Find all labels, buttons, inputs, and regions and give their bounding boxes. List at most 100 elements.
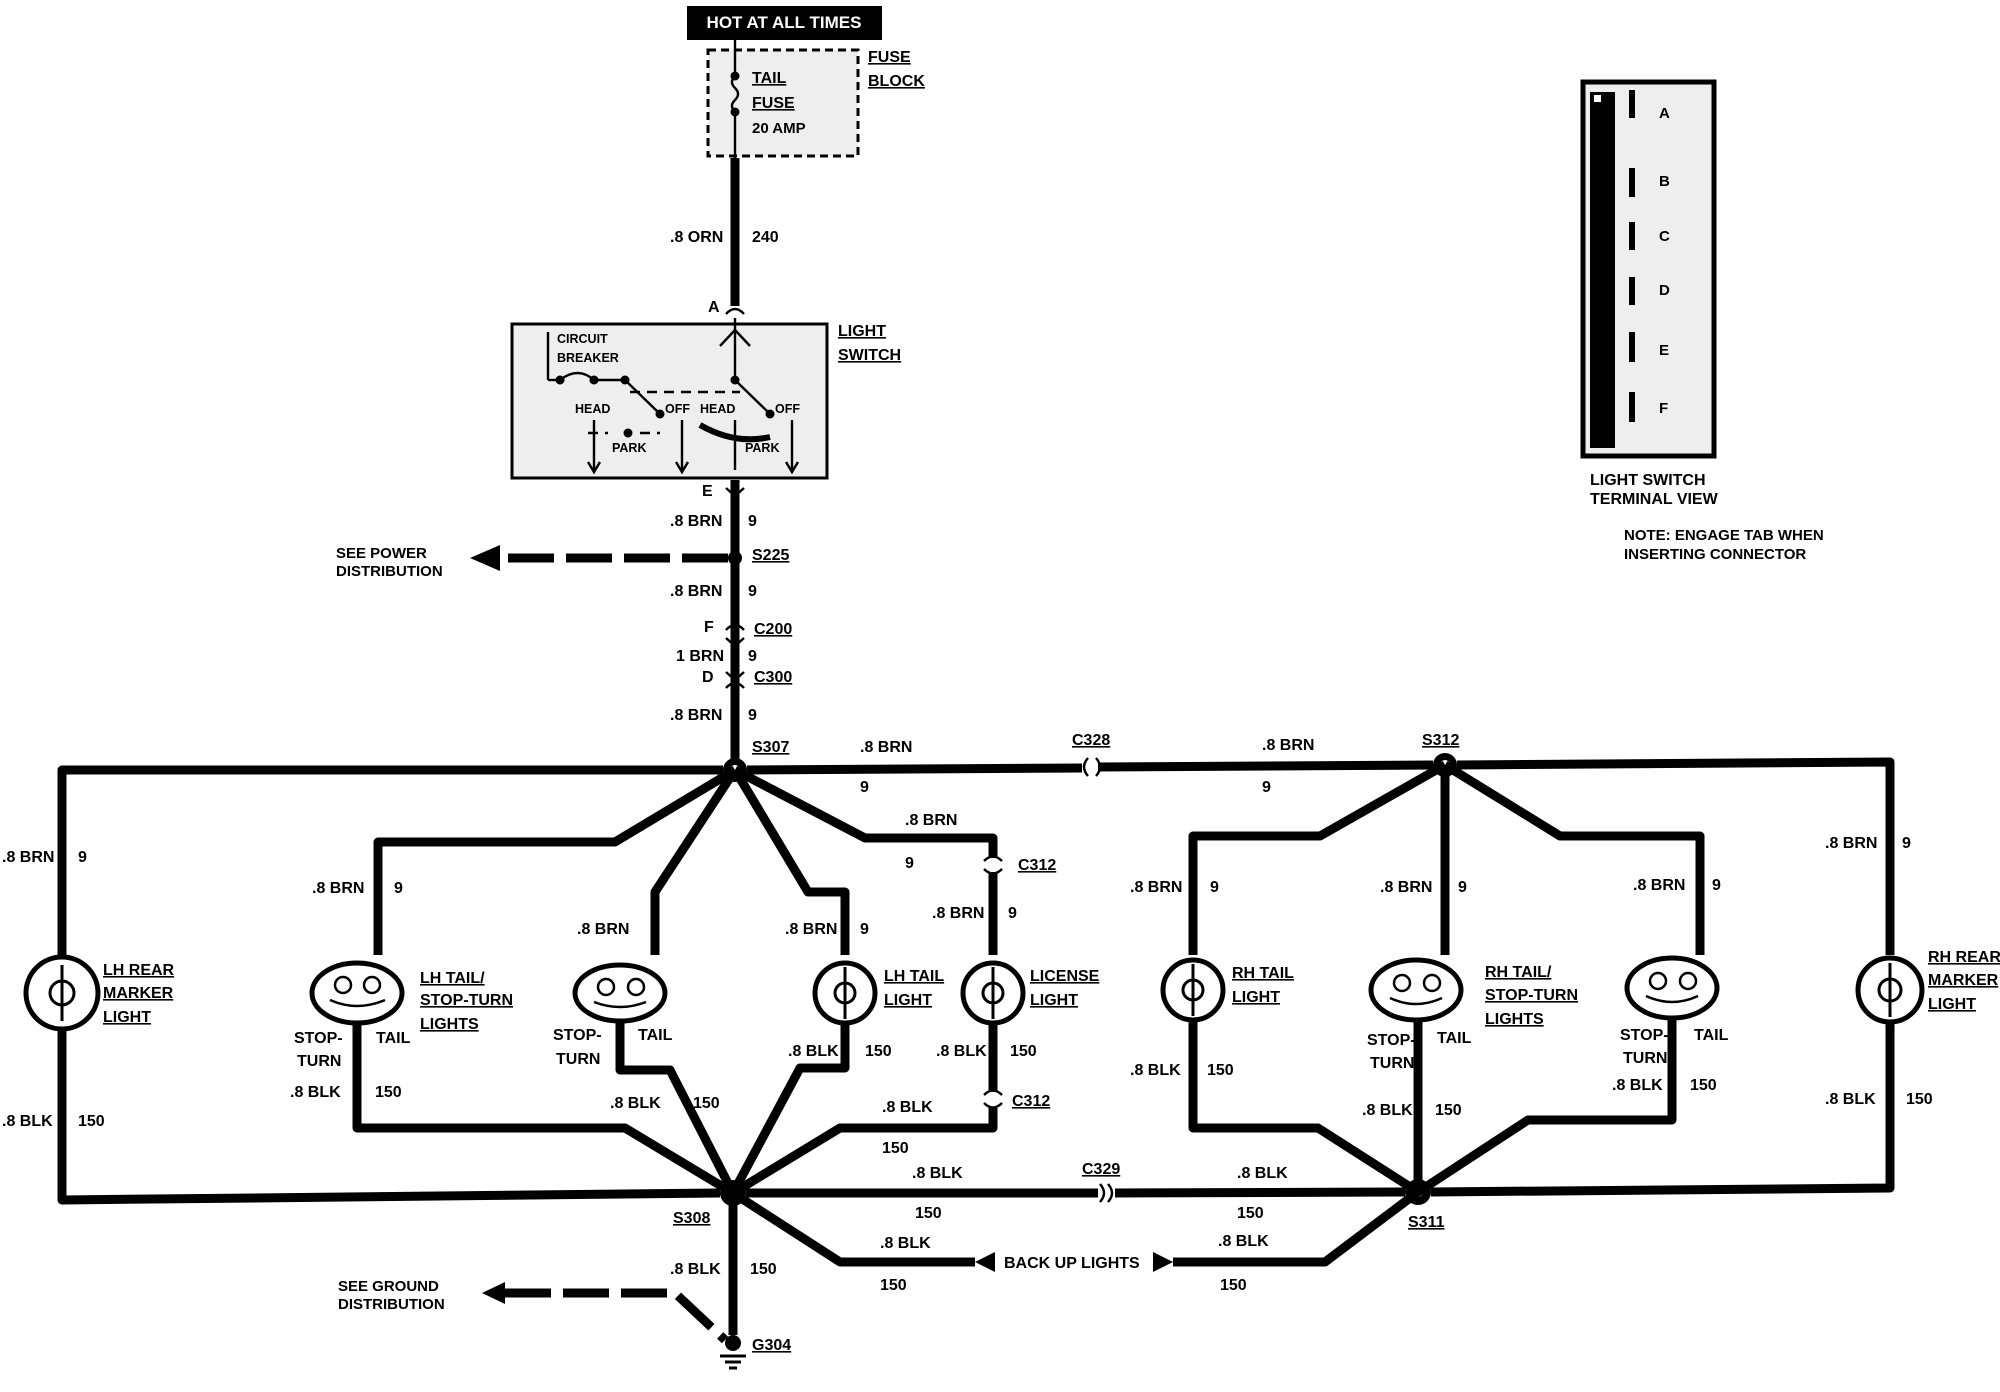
lh-tailstop-brn: .8 BRN xyxy=(312,880,364,897)
c312-label-bottom: C312 xyxy=(1012,1093,1050,1110)
wire-lh-tail-feed xyxy=(731,767,850,955)
wire-rh-stop-feed xyxy=(1442,761,1705,955)
lh-marker-brn: .8 BRN xyxy=(2,849,54,866)
switch-park-2: PARK xyxy=(745,441,780,455)
rh-tailstop-brn: .8 BRN xyxy=(1380,879,1432,896)
g304-blk: .8 BLK xyxy=(670,1261,721,1278)
license-c150-lower: 150 xyxy=(882,1140,909,1157)
c329-label: C329 xyxy=(1082,1161,1120,1178)
circuit-breaker-label-2: BREAKER xyxy=(557,351,619,365)
s308-c329-blk: .8 BLK xyxy=(912,1165,963,1182)
hot-at-all-times-banner xyxy=(687,6,882,40)
rh-marker-brn: .8 BRN xyxy=(1825,835,1877,852)
s225-label: S225 xyxy=(752,547,789,564)
wire-lh-tail-ground xyxy=(729,1023,850,1196)
wire-s308-backup xyxy=(730,1189,975,1267)
feed-circuit: 240 xyxy=(752,229,779,246)
lh2-blk: .8 BLK xyxy=(610,1095,661,1112)
wire-lh-stop-feed xyxy=(650,767,739,955)
wire-rh-stop-ground xyxy=(1415,1020,1677,1196)
pin-a: A xyxy=(1659,105,1670,122)
s307-label: S307 xyxy=(752,739,789,756)
rh-rear-marker-lamp xyxy=(1855,955,1925,1025)
lh-stop-turn-lamp xyxy=(572,962,668,1024)
license-lamp xyxy=(960,960,1026,1026)
rh-tail-brn: .8 BRN xyxy=(1130,879,1182,896)
fuse-rating: 20 AMP xyxy=(752,120,806,137)
backup-right-c150: 150 xyxy=(1220,1277,1247,1294)
c329-s311-blk: .8 BLK xyxy=(1237,1165,1288,1182)
circuit-s307-c328: 9 xyxy=(860,779,869,796)
main-circuit-3: 9 xyxy=(748,648,757,665)
light-switch xyxy=(510,322,829,480)
terminal-view-note-1: NOTE: ENGAGE TAB WHEN xyxy=(1624,527,1824,544)
license-1: LICENSE xyxy=(1030,968,1100,985)
wire-lh-tail-stop-feed xyxy=(373,766,738,955)
switch-park-1: PARK xyxy=(612,441,647,455)
lh-rear-marker-2: MARKER xyxy=(103,985,174,1002)
rh-rear-marker-2: MARKER xyxy=(1928,972,1999,989)
c328-label: C328 xyxy=(1072,732,1110,749)
wire-label-s307-c328: .8 BRN xyxy=(860,739,912,756)
main-circuit-4: 9 xyxy=(748,707,757,724)
rh-tail-stop-1: RH TAIL/ xyxy=(1485,964,1552,981)
ground-symbol xyxy=(720,1335,746,1370)
switch-head-1: HEAD xyxy=(575,402,610,416)
rh-tail-c9: 9 xyxy=(1210,879,1219,896)
pin-c: C xyxy=(1659,228,1670,245)
fuse-name-line1: TAIL xyxy=(752,70,787,87)
light-switch-title-1: LIGHT xyxy=(838,323,886,340)
lh-rear-marker-1: LH REAR xyxy=(103,962,175,979)
main-wire-4: .8 BRN xyxy=(670,707,722,724)
wire-lh-tailstop-ground xyxy=(352,1023,736,1197)
terminal-view-caption-2: TERMINAL VIEW xyxy=(1590,491,1719,508)
lh-tail-2: LIGHT xyxy=(884,992,932,1009)
rh-marker-c150: 150 xyxy=(1906,1091,1933,1108)
lh-rear-marker-lamp xyxy=(23,954,101,1032)
lh-stop2-c9: 9 xyxy=(650,921,659,938)
wire-lh-marker-ground xyxy=(57,1030,721,1205)
lh1-tail: TAIL xyxy=(376,1030,411,1047)
switch-off-1: OFF xyxy=(665,402,690,416)
s312-label: S312 xyxy=(1422,732,1459,749)
lh-tail-brn: .8 BRN xyxy=(785,921,837,938)
lh-tail-c9: 9 xyxy=(860,921,869,938)
wire-license-feed xyxy=(732,766,998,858)
rh-tail-blk: .8 BLK xyxy=(1130,1062,1181,1079)
license-blk-upper: .8 BLK xyxy=(936,1043,987,1060)
backup-left-c150: 150 xyxy=(880,1277,907,1294)
rh2-stop: STOP- xyxy=(1620,1027,1669,1044)
terminal-e: E xyxy=(702,483,713,500)
c312-label-top: C312 xyxy=(1018,857,1056,874)
fuse-block-label-1: FUSE xyxy=(868,49,911,66)
license-2: LIGHT xyxy=(1030,992,1078,1009)
main-wire-3: 1 BRN xyxy=(676,648,724,665)
g304-label: G304 xyxy=(752,1337,791,1354)
pin-e: E xyxy=(1659,342,1669,359)
rh-rear-marker-3: LIGHT xyxy=(1928,996,1976,1013)
rh-marker-blk: .8 BLK xyxy=(1825,1091,1876,1108)
lh-rear-marker-3: LIGHT xyxy=(103,1009,151,1026)
fuse-block-label-2: BLOCK xyxy=(868,73,925,90)
lh-tail-c150: 150 xyxy=(865,1043,892,1060)
wire-rh-rear-marker-feed xyxy=(1456,757,1895,955)
lh-tailstop-c9: 9 xyxy=(394,880,403,897)
license-blk-lower: .8 BLK xyxy=(882,1099,933,1116)
lh1-stop: STOP- xyxy=(294,1030,343,1047)
pin-b: B xyxy=(1659,173,1670,190)
switch-off-2: OFF xyxy=(775,402,800,416)
rh-tail-1: RH TAIL xyxy=(1232,965,1294,982)
s311-label: S311 xyxy=(1408,1214,1445,1231)
lh2-turn: TURN xyxy=(556,1051,600,1068)
rh-rear-marker-1: RH REAR xyxy=(1928,949,2000,966)
s308-c329-c150: 150 xyxy=(915,1205,942,1222)
license-brn-lower: .8 BRN xyxy=(932,905,984,922)
rh-tail-stop-2: STOP-TURN xyxy=(1485,987,1578,1004)
power-distribution-arrow xyxy=(470,545,500,571)
rh-stop2-brn: .8 BRN xyxy=(1633,877,1685,894)
lh1-blk: .8 BLK xyxy=(290,1084,341,1101)
ground-distribution-line1: SEE GROUND xyxy=(338,1278,439,1295)
circuit-c328-s312: 9 xyxy=(1262,779,1271,796)
lh-stop2-brn: .8 BRN xyxy=(577,921,629,938)
rh-marker-c9: 9 xyxy=(1902,835,1911,852)
